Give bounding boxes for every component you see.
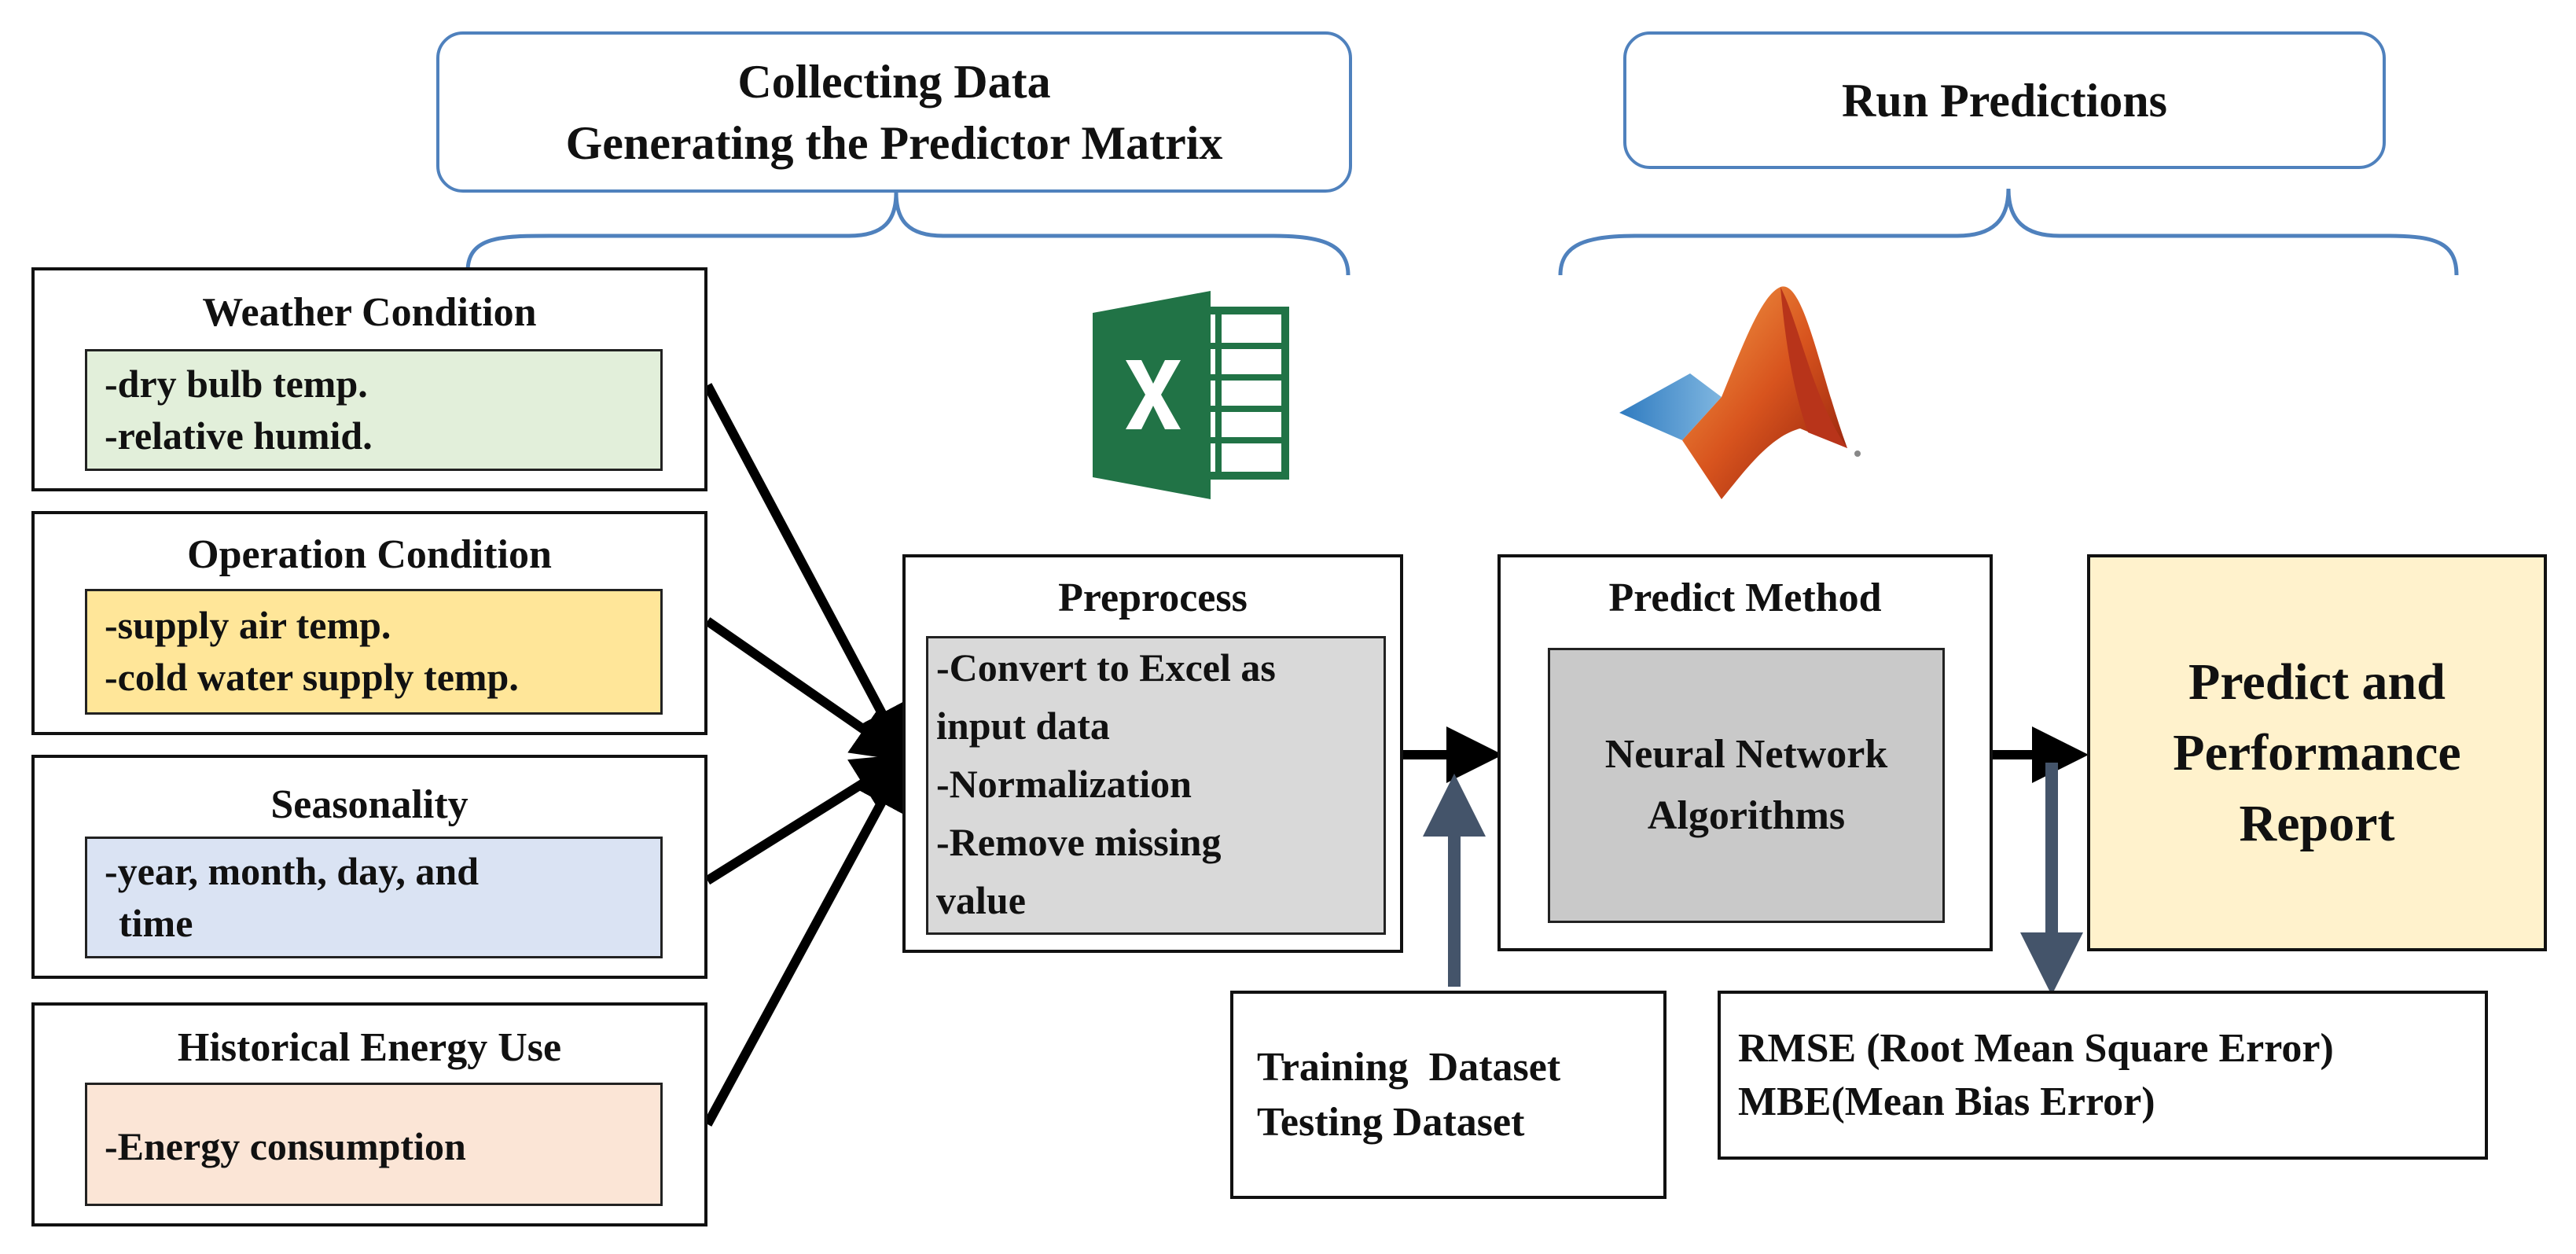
operation-condition-box: Operation Condition -supply air temp. -c… — [31, 511, 707, 735]
report-line3: Report — [2239, 794, 2395, 852]
predict-method-title: Predict Method — [1608, 576, 1882, 620]
report-box: Predict and Performance Report — [2087, 554, 2547, 951]
metrics-box: RMSE (Root Mean Square Error) MBE(Mean B… — [1718, 991, 2488, 1160]
report-line1: Predict and — [2188, 653, 2446, 711]
predict-method-box: Predict Method Neural Network Algorithms — [1497, 554, 1993, 951]
preprocess-title: Preprocess — [1058, 576, 1248, 620]
report-line2: Performance — [2173, 723, 2461, 781]
historical-energy-items: -Energy consumption — [85, 1083, 663, 1206]
stage-collect-box: Collecting Data Generating the Predictor… — [436, 31, 1352, 193]
stage-collect-line1: Collecting Data — [737, 55, 1051, 108]
weather-condition-title: Weather Condition — [202, 290, 537, 335]
list-item: -Convert to Excel as — [936, 645, 1276, 690]
list-item: input data — [936, 704, 1110, 748]
list-item: -cold water supply temp. — [105, 655, 519, 699]
list-item: time — [119, 901, 193, 945]
preprocess-box: Preprocess -Convert to Excel as input da… — [902, 554, 1403, 953]
stage-collect-line2: Generating the Predictor Matrix — [565, 116, 1223, 169]
seasonality-box: Seasonality -year, month, day, and time — [31, 755, 707, 979]
matlab-icon — [1619, 286, 1861, 499]
collect-bracket — [465, 192, 1350, 276]
run-bracket — [1558, 188, 2459, 276]
arrow-historical-to-preprocess — [703, 752, 909, 1127]
datasets-box: Training Dataset Testing Dataset — [1230, 991, 1666, 1199]
historical-energy-box: Historical Energy Use -Energy consumptio… — [31, 1002, 707, 1226]
list-item: -Normalization — [936, 762, 1192, 806]
operation-condition-items: -supply air temp. -cold water supply tem… — [85, 589, 663, 715]
metrics-line2: MBE(Mean Bias Error) — [1738, 1079, 2155, 1124]
datasets-line2: Testing Dataset — [1257, 1099, 1525, 1145]
weather-condition-items: -dry bulb temp. -relative humid. — [85, 349, 663, 471]
seasonality-title: Seasonality — [270, 782, 469, 827]
list-item: value — [936, 878, 1026, 922]
stage-run-label: Run Predictions — [1842, 74, 2167, 127]
arrow-weather-to-preprocess — [703, 383, 909, 763]
list-item: -year, month, day, and — [105, 849, 480, 893]
predict-method-line1: Neural Network — [1604, 732, 1888, 777]
seasonality-items: -year, month, day, and time — [85, 837, 663, 958]
list-item: -Remove missing — [936, 820, 1222, 864]
datasets-line1: Training Dataset — [1257, 1044, 1561, 1090]
operation-condition-title: Operation Condition — [187, 532, 552, 577]
predict-method-inner: Neural Network Algorithms — [1548, 648, 1945, 923]
list-item: -dry bulb temp. — [105, 362, 368, 406]
stage-run-box: Run Predictions — [1623, 31, 2386, 169]
weather-condition-box: Weather Condition -dry bulb temp. -relat… — [31, 267, 707, 491]
metrics-line1: RMSE (Root Mean Square Error) — [1738, 1025, 2334, 1071]
list-item: -supply air temp. — [105, 603, 391, 647]
excel-icon — [1093, 291, 1289, 499]
list-item: -Energy consumption — [105, 1124, 466, 1168]
historical-energy-title: Historical Energy Use — [177, 1025, 562, 1070]
arrow-operation-to-preprocess — [704, 617, 910, 762]
predict-method-line2: Algorithms — [1647, 793, 1846, 838]
list-item: -relative humid. — [105, 414, 373, 458]
preprocess-items: -Convert to Excel as input data -Normali… — [926, 636, 1386, 935]
